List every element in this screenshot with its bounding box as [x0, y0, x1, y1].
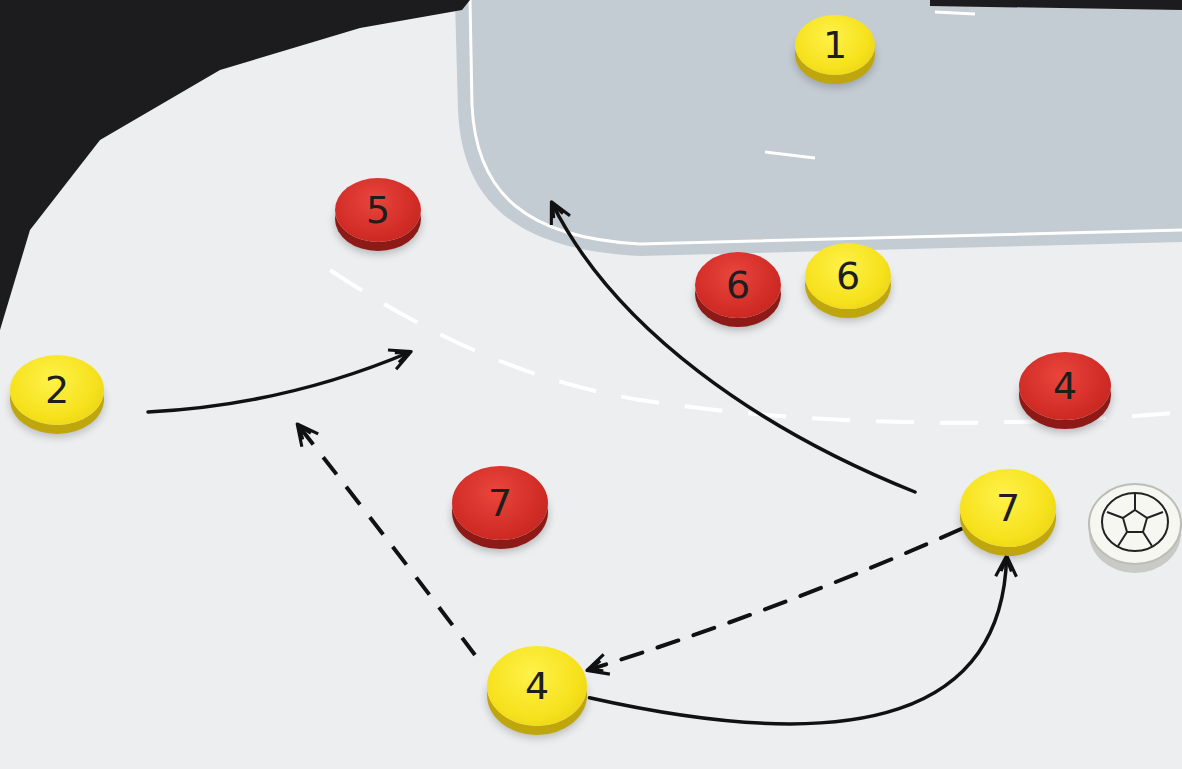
goal-area-line	[470, 0, 1182, 244]
player-token: 5	[335, 178, 421, 242]
ball	[1089, 484, 1181, 573]
player-token: 1	[795, 15, 875, 75]
pass-arrow	[298, 425, 475, 655]
player-number: 1	[823, 26, 847, 64]
player-token: 6	[695, 252, 781, 318]
run-arrow	[589, 557, 1006, 724]
player-number: 2	[45, 371, 69, 409]
player-number: 4	[525, 667, 549, 705]
run-arrow	[552, 203, 915, 492]
player-token: 7	[960, 469, 1056, 547]
board-frame	[0, 0, 470, 330]
player-token: 2	[10, 355, 104, 425]
player-token: 4	[1019, 352, 1111, 420]
player-number: 7	[996, 489, 1020, 527]
board-frame	[930, 0, 1182, 10]
pass-arrow	[588, 529, 961, 670]
goal-line-mark	[935, 12, 975, 14]
player-number: 5	[366, 191, 390, 229]
goal-area	[455, 0, 1182, 256]
player-token: 4	[487, 646, 587, 726]
player-number: 6	[726, 266, 750, 304]
player-number: 4	[1053, 367, 1077, 405]
penalty-mark	[765, 152, 815, 158]
player-token: 6	[805, 243, 891, 309]
player-number: 6	[836, 257, 860, 295]
player-number: 7	[488, 484, 512, 522]
run-arrow	[148, 352, 410, 412]
player-token: 7	[452, 466, 548, 540]
